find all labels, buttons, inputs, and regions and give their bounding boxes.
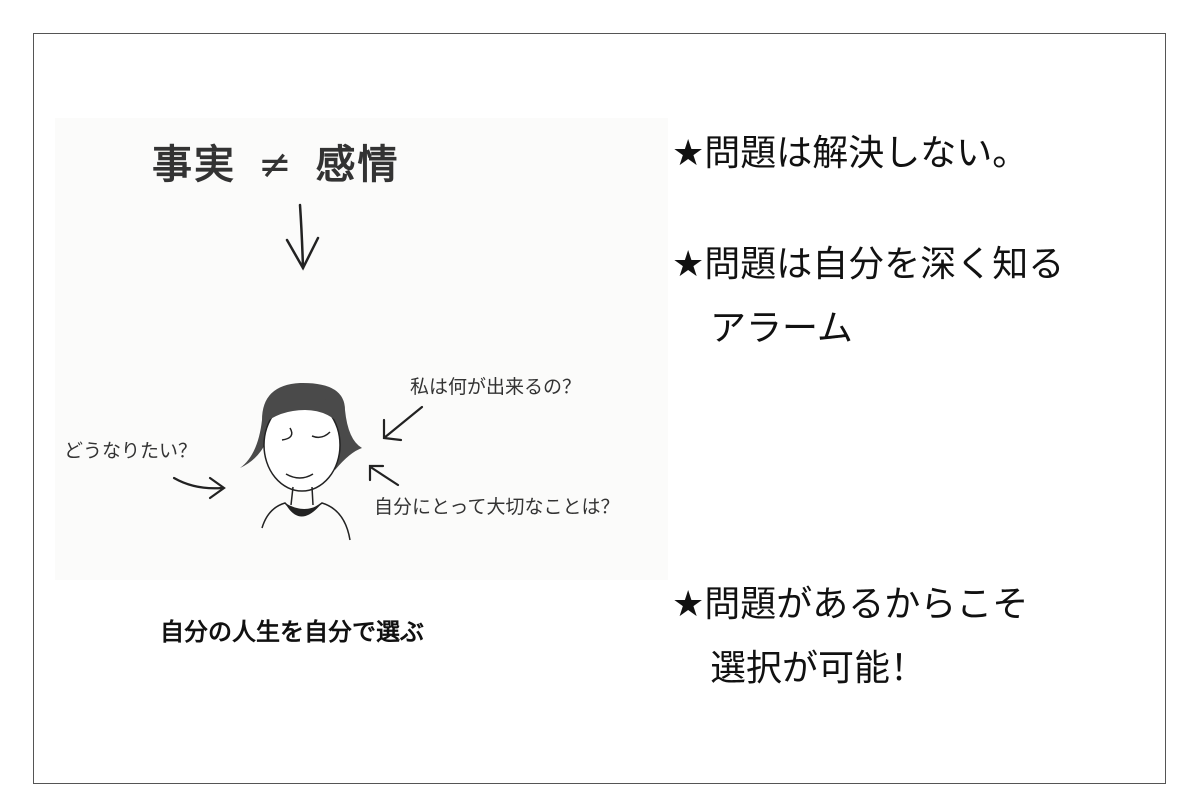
question-what-is-important: 自分にとって大切なことは？ <box>374 496 620 518</box>
question-what-can-i-do: 私は何が出来るの？ <box>410 376 582 398</box>
point-2-line-2: アラーム <box>710 308 853 349</box>
title-fact: 事実 <box>152 142 236 188</box>
point-3-line-2: 選択が可能！ <box>710 648 927 689</box>
illustration-caption: 自分の人生を自分で選ぶ <box>160 618 424 646</box>
point-1-line-1: ★問題は解決しない。 <box>672 133 1029 174</box>
woman-drawing <box>240 382 362 541</box>
point-2-line-1: ★問題は自分を深く知る <box>672 244 1065 285</box>
point-3-line-1: ★問題があるからこそ <box>672 584 1029 625</box>
slide-frame <box>33 33 1166 784</box>
point-3: ★問題があるからこそ 選択が可能！ <box>672 573 1028 701</box>
title-not-equal: ≠ <box>258 142 294 188</box>
point-2: ★問題は自分を深く知る アラーム <box>672 233 1064 361</box>
fact-vs-emotion-title: 事実 ≠ 感情 <box>152 132 400 190</box>
point-1: ★問題は解決しない。 <box>672 122 1028 186</box>
illustration-panel <box>55 118 668 580</box>
title-emotion: 感情 <box>315 142 400 188</box>
arrow-icons <box>172 405 424 500</box>
down-arrow-icon <box>285 203 320 271</box>
question-who-to-become: どうなりたい？ <box>64 440 198 462</box>
